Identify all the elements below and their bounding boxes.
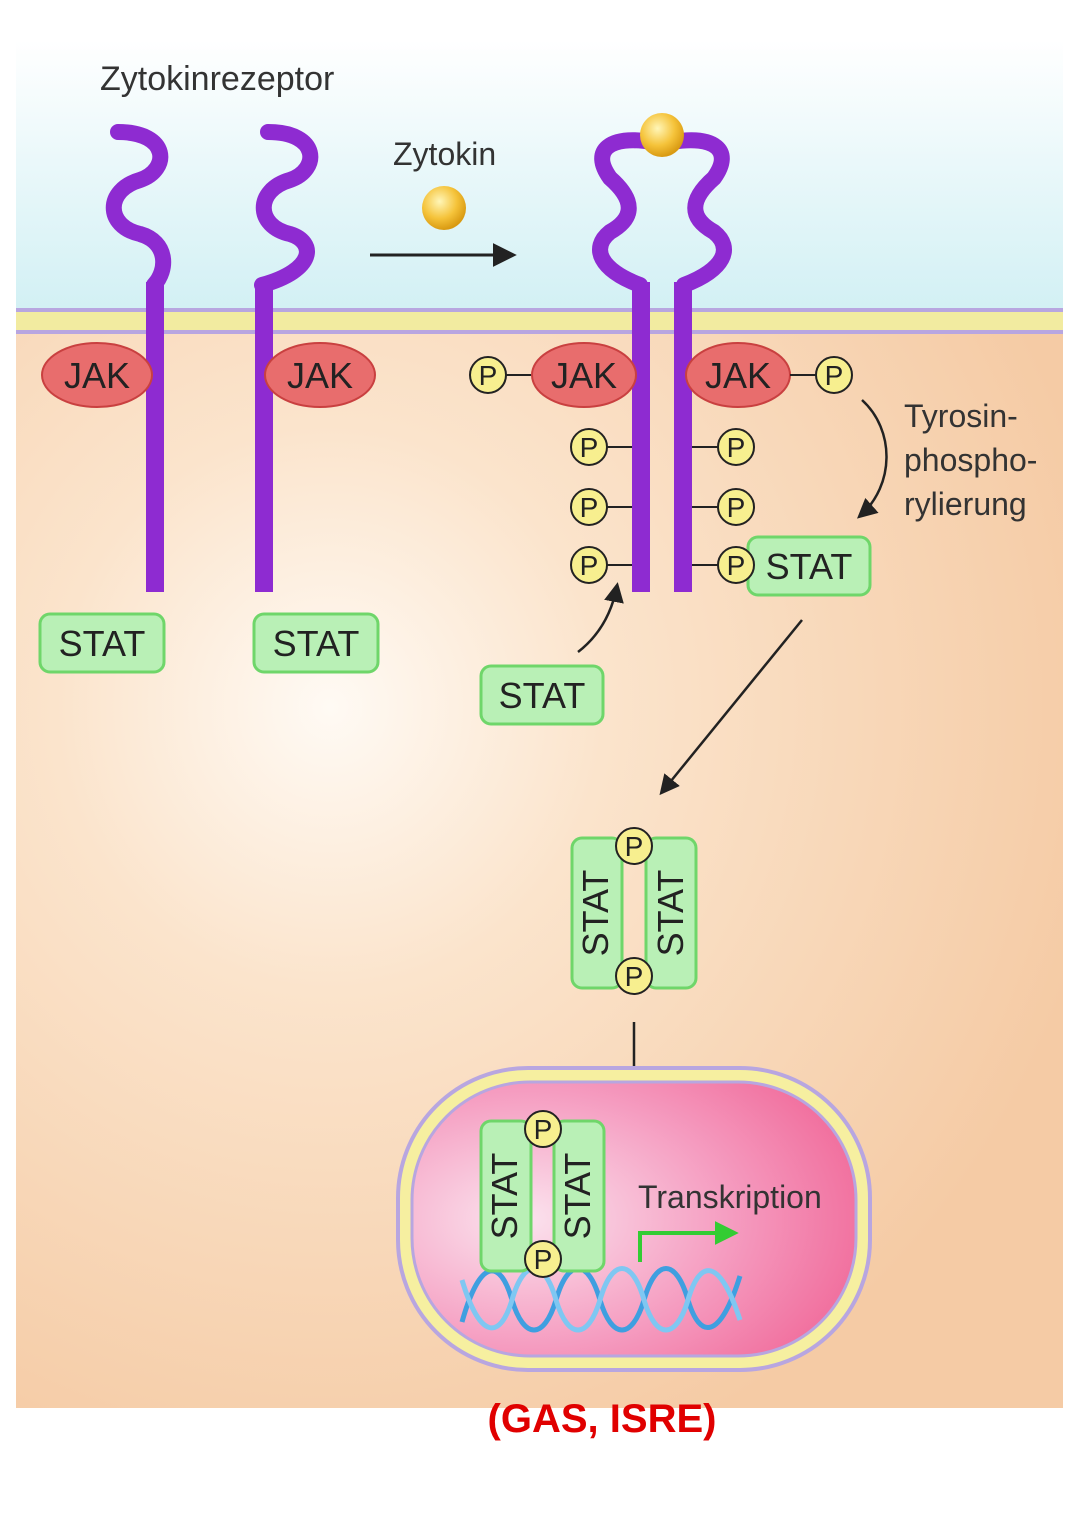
phosphate-label: P	[727, 492, 746, 523]
phosphorylation-arrow	[857, 399, 888, 519]
phosphate-label: P	[625, 961, 644, 992]
response-elements-label: (GAS, ISRE)	[488, 1397, 717, 1441]
receptor-right-1	[592, 132, 660, 592]
docking-arrow	[577, 582, 624, 653]
phosphate-receptor-l2: P	[570, 488, 632, 526]
phosphorylation-label-2: phospho-	[904, 442, 1037, 478]
jak-left-1: JAK	[41, 342, 153, 408]
jak-label: JAK	[551, 355, 617, 396]
cytokine-ball	[422, 186, 466, 230]
transcription-label: Transkription	[638, 1179, 822, 1215]
jak-label: JAK	[287, 355, 353, 396]
jak-right-2: JAK	[685, 342, 818, 408]
stat-label: STAT	[273, 623, 360, 664]
jak-label: JAK	[64, 355, 130, 396]
phosphate-dimer-bottom: P	[615, 957, 653, 995]
jak-label: JAK	[705, 355, 771, 396]
phosphate-dimer-top: P	[615, 827, 653, 865]
phosphate-label: P	[625, 831, 644, 862]
stat-left-2: STAT	[252, 612, 380, 674]
cell-membrane	[16, 308, 1063, 334]
dna-helix	[459, 1266, 743, 1333]
phosphorylation-label-1: Tyrosin-	[904, 398, 1018, 434]
stat-label: STAT	[59, 623, 146, 664]
phosphate-label: P	[580, 550, 599, 581]
phosphate-receptor-r2: P	[692, 488, 755, 526]
receptor-label: Zytokinrezeptor	[100, 60, 334, 98]
phosphate-receptor-r1: P	[692, 428, 755, 466]
cytokine-label: Zytokin	[393, 136, 496, 172]
stat-label: STAT	[575, 870, 616, 957]
extracellular-space	[16, 40, 1063, 312]
receptor-left-2	[254, 124, 319, 592]
receptor-left-1	[105, 124, 172, 592]
phosphate-nuclear-top: P	[524, 1110, 562, 1148]
bound-cytokine-ball	[640, 113, 684, 157]
phosphate-nuclear-bottom: P	[524, 1240, 562, 1278]
stat-label: STAT	[766, 546, 853, 587]
phosphate-receptor-l3: P	[570, 546, 632, 584]
stat-left-1: STAT	[38, 612, 166, 674]
stat-label: STAT	[650, 870, 691, 957]
phosphate-receptor-l1: P	[570, 428, 632, 466]
phosphate-label: P	[580, 492, 599, 523]
stat-incoming: STAT	[479, 664, 605, 726]
phosphate-label: P	[534, 1244, 553, 1275]
phosphate-label: P	[479, 360, 498, 391]
phosphate-label: P	[580, 432, 599, 463]
phosphate-label: P	[825, 360, 844, 391]
stat-docked: STAT	[692, 535, 872, 597]
phosphorylation-label-3: rylierung	[904, 486, 1027, 522]
jak-right-1: JAK	[505, 342, 637, 408]
jak-left-2: JAK	[264, 342, 376, 408]
stat-label: STAT	[484, 1153, 525, 1240]
stat-dimer-cytoplasm: STAT STAT	[570, 836, 698, 990]
phosphate-receptor-r3: P	[717, 546, 755, 584]
transcription-arrow	[638, 1221, 739, 1262]
phosphate-label: P	[727, 550, 746, 581]
receptor-right-2	[664, 132, 732, 592]
phosphate-jak-2: P	[815, 356, 853, 394]
phosphate-label: P	[534, 1114, 553, 1145]
dimerization-arrow	[659, 619, 803, 796]
phosphate-label: P	[727, 432, 746, 463]
stat-label: STAT	[557, 1153, 598, 1240]
phosphate-jak-1: P	[469, 356, 507, 394]
stat-dimer-nucleus: STAT STAT	[479, 1119, 606, 1273]
stat-label: STAT	[499, 675, 586, 716]
